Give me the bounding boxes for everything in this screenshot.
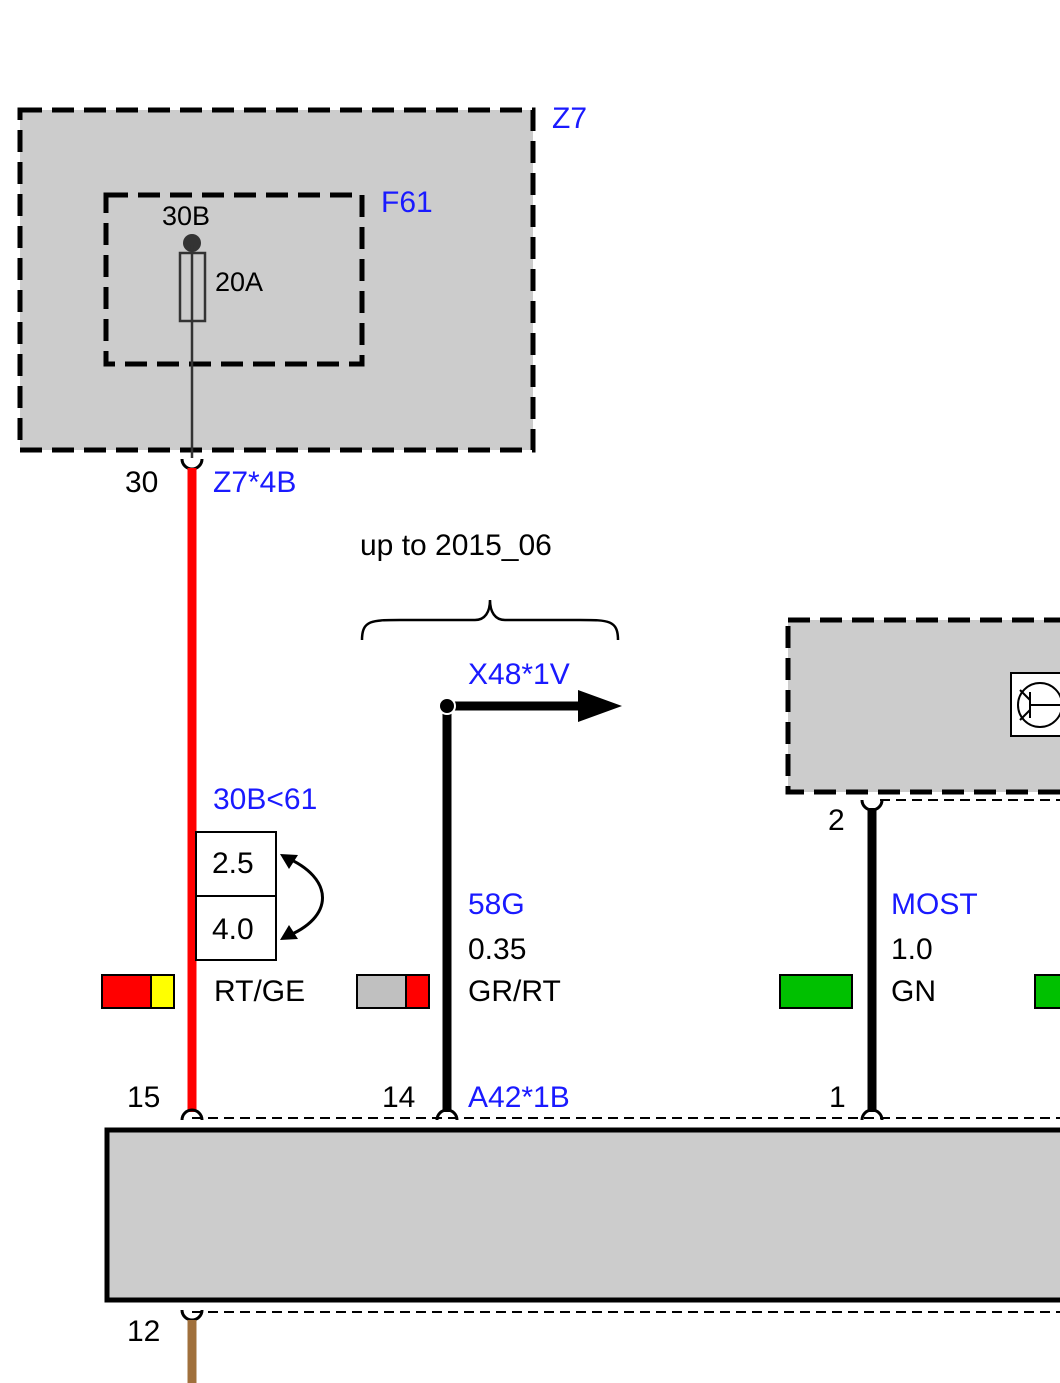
variant-brace <box>360 599 620 641</box>
wire-58g-color-code: GR/RT <box>468 975 561 1008</box>
fuse-terminal-dot <box>183 234 201 252</box>
wire-size-box-a <box>195 831 277 897</box>
pin-1: 1 <box>829 1081 846 1114</box>
fuse-rating: 20A <box>215 267 263 297</box>
wire-most-id: MOST <box>891 888 978 921</box>
module-f61-label: F61 <box>381 186 433 219</box>
variant-note: up to 2015_06 <box>360 529 552 562</box>
wire-most-color-code: GN <box>891 975 936 1008</box>
wire-58g-id: 58G <box>468 888 525 921</box>
connector-z7-4b-icon <box>180 458 204 471</box>
pin-14: 14 <box>382 1081 415 1114</box>
wire-30b61-size-a: 2.5 <box>212 847 254 880</box>
arrow-right-icon <box>578 690 622 722</box>
connector-z7-4b-label: Z7*4B <box>213 466 296 499</box>
wire-30b61-size-b: 4.0 <box>212 913 254 946</box>
arrow-head-icon <box>280 925 298 940</box>
wire-30b61-color-code: RT/GE <box>214 975 305 1008</box>
wire-30b61-id: 30B<61 <box>213 783 317 816</box>
connector-z7-4b-pin: 30 <box>125 466 158 499</box>
connector-a42-1b-label: A42*1B <box>468 1081 570 1114</box>
wire-most-size: 1.0 <box>891 933 933 966</box>
module-f61[interactable]: F61 30B 20A <box>103 186 433 367</box>
size-swap-arrow-icon <box>284 855 324 939</box>
fuse-terminal-label: 30B <box>162 201 210 231</box>
connector-pin-icon <box>180 1108 204 1121</box>
module-z7-label: Z7 <box>552 102 587 135</box>
control-unit-a42[interactable] <box>104 1127 1060 1303</box>
pin-15: 15 <box>127 1081 160 1114</box>
pin-12: 12 <box>127 1315 160 1348</box>
wire-58g-size: 0.35 <box>468 933 526 966</box>
wire-58g-color-swatch <box>356 974 430 1009</box>
module-right-pin: 2 <box>828 804 845 837</box>
arrow-head-icon <box>280 854 298 869</box>
wire-size-box-b <box>195 895 277 961</box>
connector-x48-1v-label: X48*1V <box>468 658 570 691</box>
wire-most-color-swatch <box>779 974 853 1009</box>
connector-pin-icon <box>435 1108 459 1121</box>
splice-dot <box>438 697 456 715</box>
wire-30b61-color-swatch <box>101 974 175 1009</box>
module-right[interactable] <box>785 617 1060 795</box>
connector-pin-icon <box>860 1108 884 1121</box>
transistor-icon <box>1010 672 1060 737</box>
wire-most-color-swatch-2 <box>1034 974 1060 1009</box>
